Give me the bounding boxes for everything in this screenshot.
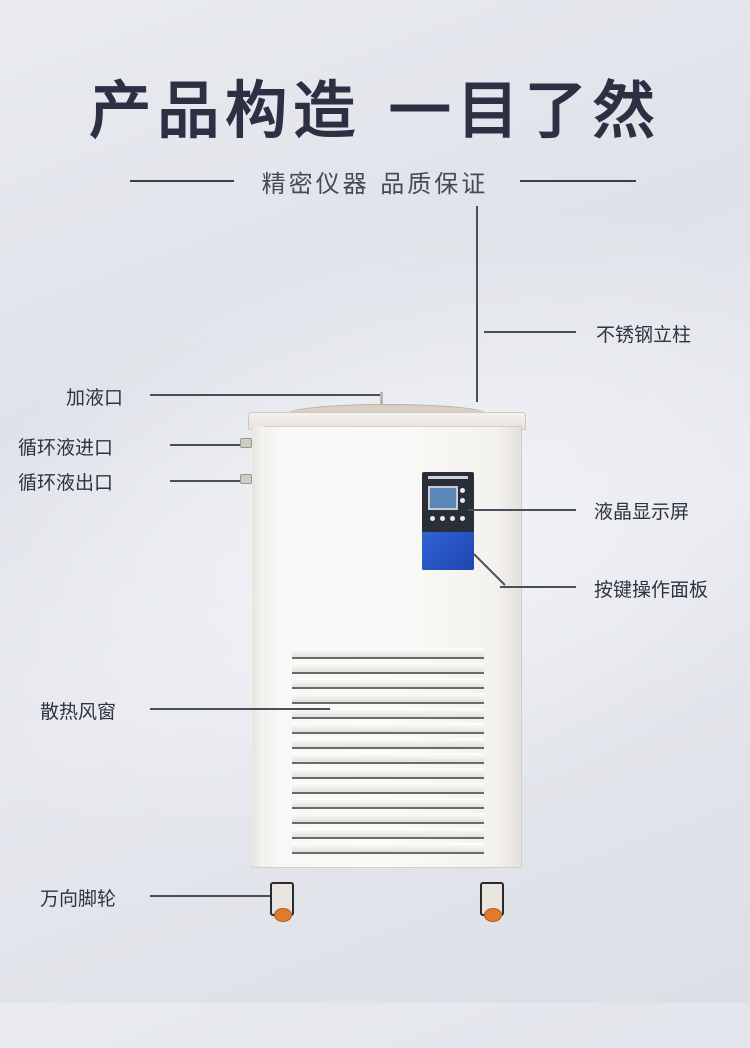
vent-slat (292, 798, 484, 809)
panel-button (450, 516, 455, 521)
lcd-leader (468, 509, 576, 511)
column-leader-vertical (476, 206, 478, 402)
label-key-panel: 按键操作面板 (594, 579, 709, 601)
lcd-display (428, 486, 458, 510)
page-title: 产品构造 一目了然 (89, 74, 661, 147)
vent-slat (292, 663, 484, 674)
label-vent-window: 散热风窗 (40, 701, 117, 723)
inlet-leader (170, 444, 240, 446)
chiller-unit-illustration (240, 392, 526, 922)
cabinet-body (252, 426, 522, 868)
caster-tire (274, 908, 292, 922)
vent-slat (292, 843, 484, 854)
page-subtitle: 精密仪器 品质保证 (261, 170, 489, 198)
panel-button (460, 498, 465, 503)
subtitle-left-rule (130, 180, 234, 182)
panel-button (460, 488, 465, 493)
vent-slat (292, 678, 484, 689)
outlet-leader (170, 480, 240, 482)
label-stainless-column: 不锈钢立柱 (596, 324, 692, 346)
caster-wheel-right (480, 882, 504, 922)
vent-slat (292, 648, 484, 659)
panel-button (440, 516, 445, 521)
subtitle-row: 精密仪器 品质保证 (0, 162, 750, 198)
caster-wheel-left (270, 882, 294, 922)
vent-slat (292, 828, 484, 839)
panel-header-strip (428, 476, 468, 479)
vent-slat (292, 768, 484, 779)
vent-slat (292, 783, 484, 794)
label-circulation-outlet: 循环液出口 (18, 472, 114, 494)
column-leader (484, 331, 576, 333)
vent-slat (292, 708, 484, 719)
label-casters: 万向脚轮 (40, 888, 117, 910)
vent-slat (292, 738, 484, 749)
label-fill-port: 加液口 (66, 387, 124, 409)
vent-slat (292, 753, 484, 764)
cabinet-left-edge (252, 426, 264, 866)
label-circulation-inlet: 循环液进口 (18, 437, 114, 459)
vent-slat (292, 693, 484, 704)
panel-button (460, 516, 465, 521)
vent-slat (292, 723, 484, 734)
vent-leader (150, 708, 330, 710)
fill-port-pipe (380, 392, 383, 406)
caster-tire (484, 908, 502, 922)
caster-leader (150, 895, 270, 897)
fill-port-leader (150, 394, 380, 396)
key-panel-leader (500, 586, 576, 588)
control-panel (422, 472, 474, 570)
panel-button (430, 516, 435, 521)
vent-grille (292, 648, 484, 856)
outlet-port (240, 474, 252, 484)
subtitle-right-rule (520, 180, 636, 182)
label-lcd-screen: 液晶显示屏 (594, 501, 690, 523)
vent-slat (292, 813, 484, 824)
panel-blue-decor (422, 532, 474, 570)
inlet-port (240, 438, 252, 448)
